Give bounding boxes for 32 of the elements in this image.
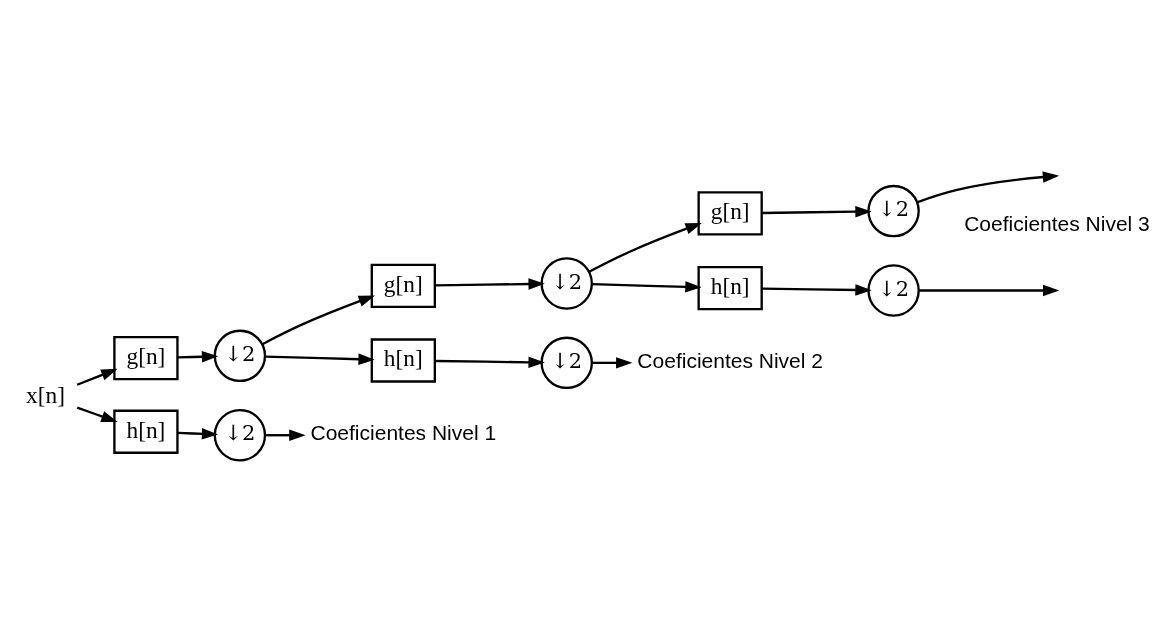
arrow [177, 427, 219, 440]
arrow [762, 283, 872, 296]
arrow [435, 356, 545, 368]
node-box: h[n] [370, 337, 436, 383]
arrow [592, 280, 702, 293]
node-circle: ↓2 [540, 256, 593, 310]
node-circle: ↓2 [213, 329, 267, 382]
arrow [592, 356, 633, 369]
label: Coeficientes Nivel 3 [964, 211, 1150, 235]
arrow [76, 406, 118, 422]
node-circle: ↓2 [540, 336, 593, 389]
node-circle: ↓2 [867, 184, 920, 237]
node-box: g[n] [697, 190, 763, 236]
arrow [588, 222, 702, 273]
arrow [265, 429, 306, 441]
arrow [916, 170, 1060, 203]
arrow [177, 350, 219, 363]
node-text: Coeficientes Nivel 2 [637, 348, 823, 372]
node-box: g[n] [370, 263, 436, 308]
arrow [265, 353, 375, 365]
node-box: h[n] [697, 265, 763, 310]
arrow [762, 205, 872, 217]
node-text: Coeficientes Nivel 1 [310, 420, 497, 444]
node-box: g[n] [113, 335, 179, 380]
arrow [918, 284, 1060, 296]
arrow [435, 277, 545, 290]
node-box: h[n] [113, 409, 179, 454]
arrow [261, 294, 375, 345]
node-circle: ↓2 [213, 408, 267, 461]
arrow [76, 368, 118, 386]
node-circle: ↓2 [867, 263, 920, 317]
node-text: x[n] [26, 381, 65, 408]
